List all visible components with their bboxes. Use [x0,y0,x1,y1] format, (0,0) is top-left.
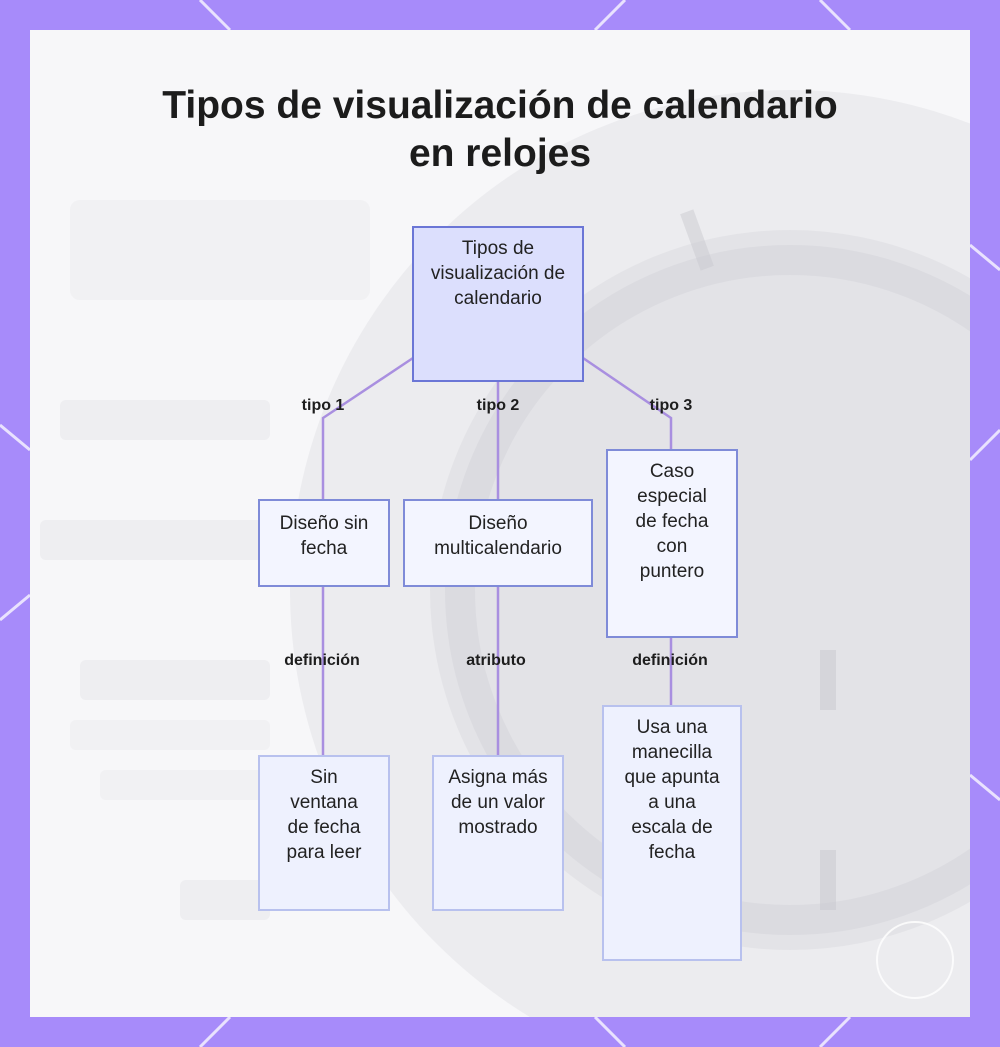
node-root-label: Tipos de visualización de calendario [430,238,566,309]
node-sin-fecha-label: Diseño sin fecha [279,513,369,559]
edge-label-atributo: atributo [466,652,526,669]
title-line-2: en relojes [408,132,592,175]
node-sin-ventana-label: Sin ventana de fecha para leer [286,767,362,863]
node-multicalendario: Diseño multicalendario [403,499,593,587]
node-puntero-label: Caso especial de fecha con puntero [635,461,709,582]
diagram-card: Tipos de visualización de calendario en … [30,30,970,1017]
node-sin-ventana: Sin ventana de fecha para leer [258,755,390,911]
node-asigna-label: Asigna más de un valor mostrado [448,767,548,838]
node-manecilla: Usa una manecilla que apunta a una escal… [602,705,742,961]
edge-label-tipo-3: tipo 3 [649,397,693,414]
diagram-connectors [321,356,673,756]
edge-label-definicion-2: definición [632,652,708,669]
title-line-1: Tipos de visualización de calendario [162,84,838,127]
edge-label-definicion-1: definición [284,652,360,669]
edge-label-tipo-1: tipo 1 [301,397,345,414]
diagram-title: Tipos de visualización de calendario en … [30,82,970,178]
node-asigna: Asigna más de un valor mostrado [432,755,564,911]
connector-root-to-puntero [582,356,673,450]
node-manecilla-label: Usa una manecilla que apunta a una escal… [624,717,720,863]
edge-label-tipo-2: tipo 2 [476,397,520,414]
node-sin-fecha: Diseño sin fecha [258,499,390,587]
node-puntero: Caso especial de fecha con puntero [606,449,738,638]
connector-root-to-sin-fecha [321,356,414,500]
node-root: Tipos de visualización de calendario [412,226,584,382]
node-multicalendario-label: Diseño multicalendario [434,513,562,559]
